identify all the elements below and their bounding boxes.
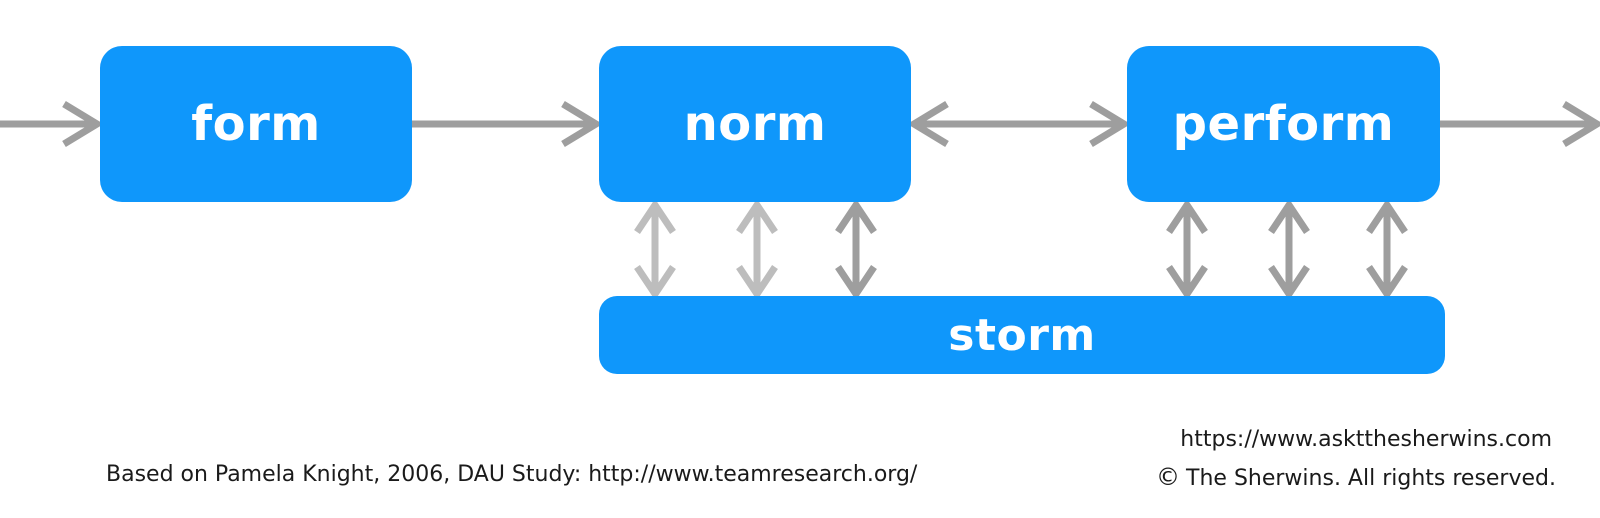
copyright-text: The Sherwins. All rights reserved. bbox=[1186, 466, 1556, 491]
arrow-norm-perform-bidirectional bbox=[907, 101, 1131, 147]
stage-box-storm: storm bbox=[599, 296, 1445, 374]
arrow-perform-storm-1 bbox=[1166, 198, 1208, 301]
arrow-perform-storm-3 bbox=[1366, 198, 1408, 301]
stage-label-storm: storm bbox=[948, 309, 1096, 361]
arrow-perform-to-exit bbox=[1440, 101, 1600, 147]
source-credit: Based on Pamela Knight, 2006, DAU Study:… bbox=[106, 462, 918, 487]
stage-box-form: form bbox=[100, 46, 412, 202]
arrow-norm-storm-1 bbox=[634, 198, 676, 301]
arrow-form-to-norm bbox=[412, 101, 603, 147]
arrow-norm-storm-2 bbox=[736, 198, 778, 301]
site-url: https://www.asktthesherwins.com bbox=[1180, 427, 1552, 452]
stage-box-norm: norm bbox=[599, 46, 911, 202]
stage-label-norm: norm bbox=[683, 96, 827, 152]
copyright-symbol: © bbox=[1156, 463, 1181, 491]
stage-label-perform: perform bbox=[1172, 96, 1395, 152]
stage-box-perform: perform bbox=[1127, 46, 1440, 202]
arrow-norm-storm-3 bbox=[835, 198, 877, 301]
arrow-entry-to-form bbox=[0, 101, 104, 147]
copyright-notice: ©The Sherwins. All rights reserved. bbox=[1156, 463, 1556, 491]
arrow-perform-storm-2 bbox=[1268, 198, 1310, 301]
stage-label-form: form bbox=[191, 96, 321, 152]
